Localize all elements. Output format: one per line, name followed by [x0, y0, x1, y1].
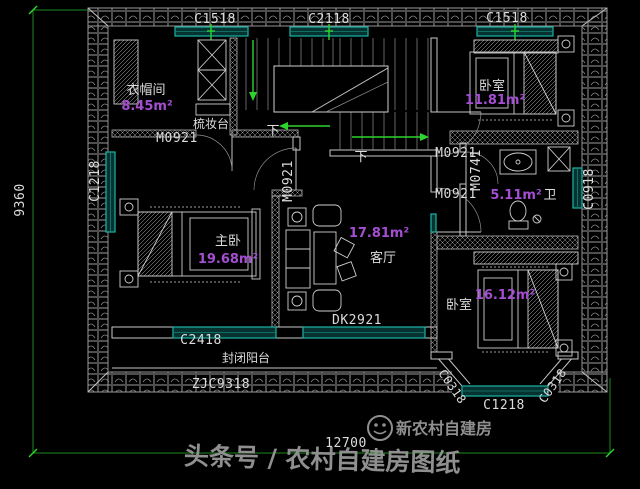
stair-down-label: 下: [354, 150, 367, 165]
room-name: 封闭阳台: [222, 350, 270, 365]
bottom-bedroom-furniture: [473, 251, 579, 357]
room-area: 5.11m²: [490, 188, 541, 203]
wardrobe: [473, 251, 579, 265]
sink: [503, 152, 533, 172]
closet-furniture: [113, 39, 231, 116]
room-area: 16.12m²: [475, 288, 535, 303]
window-label: C1218: [483, 398, 525, 413]
stair-down-label: 下: [266, 124, 279, 139]
room-name: 客厅: [370, 250, 396, 266]
opening-label: DK2921: [332, 313, 382, 328]
room-area: 17.81m²: [349, 226, 409, 241]
window-label: C0918: [582, 168, 597, 210]
master-door: [253, 147, 297, 191]
dimension-lines: [28, 5, 615, 458]
stairs: [245, 38, 429, 150]
door-label: M0921: [435, 187, 477, 202]
stair-down-arrow-icon: [279, 122, 288, 130]
window-label: C2418: [180, 333, 222, 348]
balcony-rail-label: ZJC9318: [192, 377, 250, 392]
stair-direction-lines: [249, 40, 429, 141]
window-label: C1518: [194, 12, 236, 27]
corner-diagonal: [581, 7, 608, 27]
door-label: M0921: [435, 146, 477, 161]
watermark: 新农村自建房 头条号 / 农村自建房图纸: [184, 415, 492, 478]
watermark-logo-icon: [367, 415, 393, 441]
door-label: M0741: [469, 149, 484, 191]
corner-diagonal: [87, 7, 109, 27]
wardrobe: [473, 39, 559, 54]
floor-drain: [532, 214, 542, 224]
room-name: 衣帽间: [126, 82, 165, 98]
bathroom-fixtures: [499, 146, 571, 230]
room-name: 卧室: [446, 297, 472, 313]
windows: [105, 24, 583, 339]
dimension-horizontal: 12700: [325, 436, 367, 451]
stair-landing: [273, 65, 389, 113]
door-label: M0921: [281, 160, 296, 202]
closet-door: [195, 134, 233, 172]
room-area: 8.45m²: [121, 99, 172, 114]
room-area: 19.68m²: [198, 252, 258, 267]
corner-diagonal: [87, 371, 109, 393]
top-bedroom-door: [436, 111, 482, 157]
corner-diagonal: [581, 371, 608, 393]
dimension-vertical: 9360: [13, 183, 28, 216]
room-name: 卫: [543, 188, 556, 203]
window-label: C1218: [88, 160, 103, 202]
room-area: 11.81m²: [465, 93, 525, 108]
top-bedroom-furniture: [469, 35, 575, 127]
labels: C1518 C2118 C1518 C1218 C0918 C2418 DK29…: [13, 11, 597, 451]
window-center-ticks: [207, 24, 519, 40]
stair-down-arrow-icon: [420, 133, 429, 141]
sofa-set: [285, 204, 357, 312]
toilet-tank: [508, 220, 529, 230]
watermark-byline: 头条号 / 农村自建房图纸: [184, 441, 461, 477]
window-label: C1518: [486, 11, 528, 26]
bath-door: [465, 151, 499, 185]
wardrobe: [113, 39, 139, 105]
window-label: C2118: [308, 12, 350, 27]
bottom-bedroom-door: [436, 187, 482, 233]
watermark-brand: 新农村自建房: [396, 419, 492, 438]
doors: [195, 111, 499, 233]
dresser-label: 梳妆台: [193, 116, 229, 131]
master-bed: [119, 198, 261, 288]
room-name: 主卧: [215, 234, 241, 249]
stair-down-arrow-icon: [249, 92, 257, 101]
bay-window: [435, 355, 575, 397]
door-label: M0921: [156, 131, 198, 146]
toilet: [509, 200, 527, 222]
dresser: [195, 103, 231, 116]
room-name: 卧室: [479, 78, 505, 94]
vent-shaft: [547, 146, 571, 172]
sink-counter: [499, 149, 537, 175]
